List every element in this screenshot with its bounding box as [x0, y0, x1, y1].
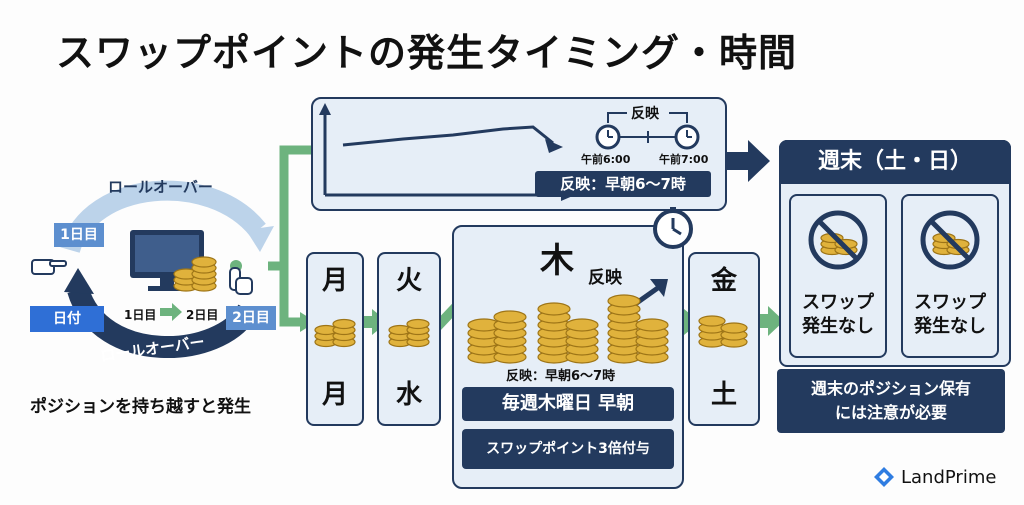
cycle-caption: ポジションを持ち越すと発生: [30, 397, 251, 417]
no-swap-icon: [808, 210, 868, 270]
reflect-label: 反映: [631, 106, 659, 122]
tue-top-label: 火: [395, 266, 422, 296]
thu-box-early-morning: 毎週木曜日 早朝: [462, 387, 674, 421]
page-title: スワップポイントの発生タイミング・時間: [56, 31, 798, 75]
thu-box-triple-swap: スワップポイント3倍付与: [462, 429, 674, 469]
weekend-right-text: スワップ 発生なし: [914, 292, 986, 337]
no-swap-icon: [920, 210, 980, 270]
bottom-arc-head: [64, 268, 94, 294]
thu-reflect-label: 反映: [588, 268, 622, 288]
hand-cursor-icon: [229, 260, 253, 295]
fri-bottom-label: 土: [710, 380, 737, 410]
thu-day-label: 木: [540, 241, 574, 281]
day1-badge: 1日目: [54, 223, 104, 247]
coin-stack-icon: [388, 318, 430, 348]
arrow-mon-tue: [358, 309, 388, 335]
roll-over-top-label: ロールオーバー: [108, 178, 213, 196]
landprime-logo-icon: [874, 467, 894, 487]
day-card-mon: 月 月: [306, 252, 364, 426]
time-end-label: 午前7:00: [659, 153, 709, 166]
clock-end-icon: [674, 124, 700, 150]
date-badge: 日付: [30, 306, 104, 332]
brand-logo: LandPrime: [873, 466, 996, 488]
brand-name: LandPrime: [901, 466, 997, 488]
small-day2-label: 2日目: [186, 308, 219, 322]
clock-icon: [653, 207, 693, 249]
weekend-panel: 週末（土・日） スワップ 発生なし スワップ 発生なし: [779, 140, 1011, 367]
day-card-thu: 木 反映 反映：早朝6～7時 毎週木曜日 早朝 スワップポイント3倍付与: [452, 225, 684, 489]
day-card-tue: 火 水: [377, 252, 441, 426]
coin-stack-icon: [314, 318, 356, 348]
large-coin-stacks-icon: [467, 279, 669, 364]
small-day1-label: 1日目: [124, 308, 157, 322]
weekend-note: 週末のポジション保有 には注意が必要: [777, 369, 1005, 433]
branch-down-line: [279, 266, 300, 327]
mon-top-label: 月: [321, 266, 348, 296]
pointing-hand-icon: [31, 259, 67, 275]
day-card-fri: 金 土: [688, 252, 760, 426]
reflect-time-box: 反映：早朝6～7時: [535, 171, 711, 197]
mon-bottom-label: 月: [321, 380, 348, 410]
timeline-panel: 反映 午前6:00 午前7:00 反映：早朝6～7時: [311, 97, 727, 211]
thu-reflect-time: 反映：早朝6～7時: [506, 369, 616, 384]
timeline-chart: [319, 103, 700, 201]
time-start-label: 午前6:00: [581, 153, 631, 166]
arrow-panel-weekend: [725, 140, 770, 182]
top-arc-head: [246, 226, 274, 252]
weekend-header: 週末（土・日）: [779, 140, 1011, 184]
arrow-fri-weekend: [754, 306, 784, 336]
day2-badge: 2日目: [226, 306, 276, 330]
tue-bottom-label: 水: [395, 380, 422, 410]
branch-up-line: [268, 145, 313, 271]
weekend-sat-card: スワップ 発生なし: [789, 194, 887, 358]
coin-stack-icon: [698, 315, 748, 348]
day-arrow-icon: [160, 303, 182, 321]
coin-stack-icon: [173, 256, 217, 292]
weekend-sun-card: スワップ 発生なし: [901, 194, 999, 358]
fri-top-label: 金: [710, 266, 737, 296]
weekend-left-text: スワップ 発生なし: [802, 292, 874, 337]
clock-start-icon: [595, 124, 621, 150]
